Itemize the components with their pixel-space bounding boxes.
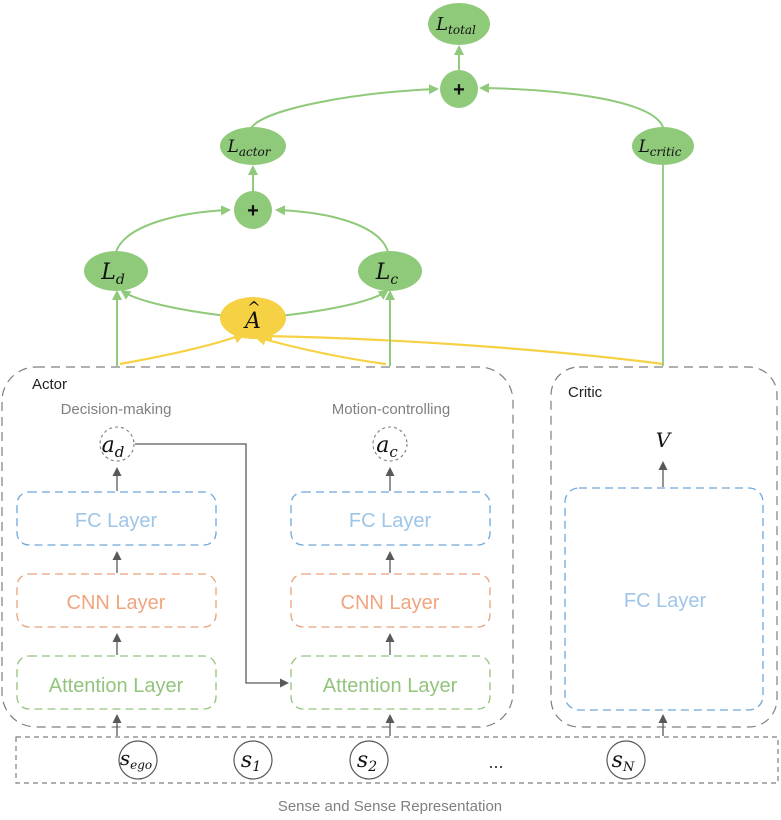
motion-cnn-layer: CNN Layer	[290, 573, 491, 628]
svg-text:Ltotal: Ltotal	[435, 14, 476, 37]
sn-sub: N	[622, 760, 635, 775]
actor-container	[1, 366, 514, 728]
loss-total-main: L	[435, 14, 448, 35]
svg-text:sN: sN	[612, 748, 635, 775]
state-node-n: sN	[606, 740, 646, 780]
critic-fc-layer: FC Layer	[564, 487, 764, 711]
loss-critic-node: Lcritic	[632, 127, 694, 165]
loss-arrows	[112, 45, 664, 366]
internal-arrows	[112, 443, 668, 736]
loss-critic-sub: critic	[650, 145, 682, 159]
loss-total-sub: total	[448, 23, 476, 37]
motion-attention-layer: Attention Layer	[290, 655, 491, 710]
svg-text:s2: s2	[357, 748, 377, 775]
ad-main: a	[102, 433, 115, 458]
decision-fc-layer: FC Layer	[16, 491, 217, 546]
svg-text:ac: ac	[376, 433, 398, 461]
critic-fc-label: FC Layer	[624, 590, 707, 612]
s2-sub: 2	[367, 759, 377, 775]
decision-attention-label: Attention Layer	[49, 675, 184, 697]
decision-attention-layer: Attention Layer	[16, 655, 217, 710]
plus-total-label: +	[453, 79, 465, 101]
motion-fc-layer: FC Layer	[290, 491, 491, 546]
decision-fc-label: FC Layer	[75, 510, 158, 532]
plus-node-actor: +	[234, 191, 272, 229]
decision-cnn-label: CNN Layer	[67, 592, 166, 614]
loss-actor-node: Lactor	[220, 127, 286, 165]
decision-making-title: Decision-making	[61, 401, 172, 418]
s1-sub: 1	[252, 759, 261, 775]
action-node-motion: ac	[372, 426, 408, 462]
states-caption: Sense and Sense Representation	[278, 798, 502, 815]
loss-actor-sub: actor	[239, 145, 272, 159]
loss-c-main: L	[375, 260, 391, 285]
plus-actor-label: +	[247, 200, 259, 222]
advantage-hat: ^	[247, 298, 260, 317]
ad-sub: d	[115, 443, 125, 461]
loss-d-sub: d	[116, 272, 125, 288]
advantage-node: ^ A	[220, 297, 286, 339]
svg-text:s1: s1	[241, 748, 261, 775]
motion-controlling-title: Motion-controlling	[332, 401, 450, 418]
svg-text:sego: sego	[120, 746, 152, 772]
ac-sub: c	[389, 443, 398, 461]
motion-fc-label: FC Layer	[349, 510, 432, 532]
decision-cnn-layer: CNN Layer	[16, 573, 217, 628]
state-node-1: s1	[233, 740, 273, 780]
states-ellipsis: ...	[488, 752, 503, 772]
loss-d-main: L	[100, 260, 116, 285]
advantage-lines	[119, 330, 664, 366]
loss-c-sub: c	[390, 272, 398, 288]
critic-container	[550, 366, 778, 728]
states-container	[15, 736, 779, 784]
sn-main: s	[612, 748, 623, 773]
s-ego-sub: ego	[130, 758, 152, 772]
s1-main: s	[241, 748, 252, 773]
loss-d-node: Ld	[84, 251, 148, 291]
loss-total-node: Ltotal	[428, 3, 490, 45]
state-node-ego: sego	[118, 740, 158, 780]
s2-main: s	[357, 748, 368, 773]
plus-node-total: +	[440, 70, 478, 108]
loss-critic-main: L	[638, 137, 650, 157]
s-ego-main: s	[120, 746, 130, 770]
actor-title: Actor	[32, 376, 67, 393]
critic-title: Critic	[568, 384, 603, 401]
svg-text:ad: ad	[102, 433, 125, 461]
ac-main: a	[376, 433, 389, 458]
loss-c-node: Lc	[358, 251, 422, 291]
svg-text:Lc: Lc	[375, 260, 399, 288]
motion-attention-label: Attention Layer	[323, 675, 458, 697]
motion-cnn-label: CNN Layer	[341, 592, 440, 614]
action-node-decision: ad	[99, 426, 135, 462]
svg-text:Lactor: Lactor	[227, 137, 272, 159]
loss-actor-main: L	[227, 137, 239, 157]
critic-value-label: V	[656, 428, 673, 452]
advantage-main: A	[243, 309, 261, 334]
state-node-2: s2	[349, 740, 389, 780]
svg-text:Lcritic: Lcritic	[638, 137, 682, 159]
svg-text:Ld: Ld	[100, 260, 125, 288]
